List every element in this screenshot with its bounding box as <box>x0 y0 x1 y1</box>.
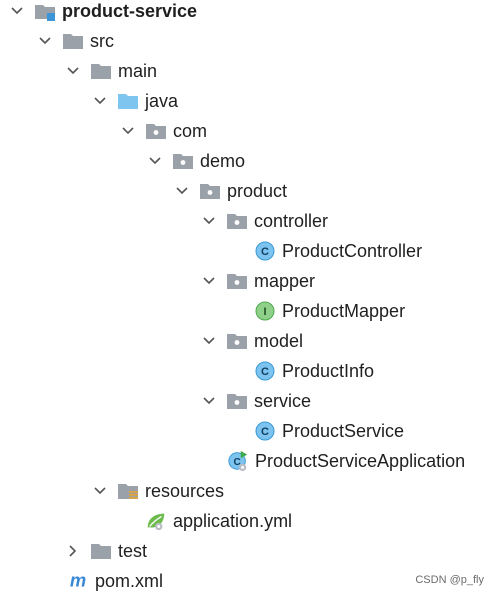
java-class-icon: C <box>254 240 276 262</box>
tree-item-java[interactable]: java <box>89 86 178 116</box>
tree-item-product[interactable]: product <box>171 176 287 206</box>
tree-item-label: main <box>118 61 158 81</box>
chevron-down-icon[interactable] <box>198 386 220 416</box>
java-interface-icon: I <box>254 300 276 322</box>
tree-item-label: ProductInfo <box>282 361 375 381</box>
tree-item-product-info[interactable]: C ProductInfo <box>254 356 374 386</box>
package-icon <box>226 390 248 412</box>
tree-item-label: ProductServiceApplication <box>255 451 466 471</box>
tree-item-label: ProductMapper <box>282 301 406 321</box>
tree-item-product-controller[interactable]: C ProductController <box>254 236 422 266</box>
watermark: CSDN @p_fly <box>415 574 484 586</box>
folder-icon <box>90 60 112 82</box>
tree-item-demo[interactable]: demo <box>144 146 245 176</box>
chevron-down-icon[interactable] <box>34 26 56 56</box>
tree-item-label: mapper <box>254 271 316 291</box>
folder-icon <box>62 30 84 52</box>
resources-folder-icon <box>117 480 139 502</box>
tree-item-label: ProductService <box>282 421 405 441</box>
svg-text:C: C <box>261 366 269 378</box>
tree-item-label: application.yml <box>173 511 293 531</box>
tree-item-label: model <box>254 331 304 351</box>
tree-item-controller[interactable]: controller <box>198 206 328 236</box>
package-icon <box>145 120 167 142</box>
tree-item-label: com <box>173 121 208 141</box>
source-folder-icon <box>117 90 139 112</box>
maven-icon: m <box>67 570 89 592</box>
package-icon <box>199 180 221 202</box>
tree-item-test[interactable]: test <box>62 536 147 566</box>
module-folder-icon <box>34 0 56 22</box>
svg-text:C: C <box>261 426 269 438</box>
svg-text:C: C <box>261 246 269 258</box>
tree-item-label: service <box>254 391 312 411</box>
svg-text:C: C <box>233 457 240 468</box>
chevron-down-icon[interactable] <box>89 86 111 116</box>
chevron-down-icon[interactable] <box>198 266 220 296</box>
chevron-down-icon[interactable] <box>89 476 111 506</box>
package-icon <box>172 150 194 172</box>
tree-item-label: resources <box>145 481 225 501</box>
tree-item-mapper[interactable]: mapper <box>198 266 315 296</box>
tree-item-label: controller <box>254 211 329 231</box>
chevron-down-icon[interactable] <box>198 326 220 356</box>
tree-item-product-service[interactable]: product-service <box>6 0 197 26</box>
tree-item-resources[interactable]: resources <box>89 476 224 506</box>
tree-item-product-service-class[interactable]: C ProductService <box>254 416 404 446</box>
spring-boot-application-icon: C <box>227 450 249 472</box>
tree-item-label: ProductController <box>282 241 423 261</box>
tree-item-label: src <box>90 31 114 51</box>
chevron-right-icon[interactable] <box>62 536 84 566</box>
package-icon <box>226 330 248 352</box>
java-class-icon: C <box>254 360 276 382</box>
tree-item-label: pom.xml <box>95 571 164 591</box>
svg-text:I: I <box>263 306 266 318</box>
tree-item-pom-xml[interactable]: m pom.xml <box>67 566 163 596</box>
tree-item-service[interactable]: service <box>198 386 311 416</box>
chevron-down-icon[interactable] <box>62 56 84 86</box>
svg-text:m: m <box>70 570 86 591</box>
tree-item-model[interactable]: model <box>198 326 303 356</box>
chevron-down-icon[interactable] <box>6 0 28 26</box>
tree-item-label: test <box>118 541 148 561</box>
tree-item-src[interactable]: src <box>34 26 114 56</box>
chevron-down-icon[interactable] <box>198 206 220 236</box>
tree-item-label: demo <box>200 151 246 171</box>
tree-item-label: product <box>227 181 288 201</box>
java-class-icon: C <box>254 420 276 442</box>
spring-config-icon <box>145 510 167 532</box>
tree-item-application-yml[interactable]: application.yml <box>145 506 292 536</box>
folder-icon <box>90 540 112 562</box>
tree-item-product-mapper[interactable]: I ProductMapper <box>254 296 405 326</box>
chevron-down-icon[interactable] <box>171 176 193 206</box>
chevron-down-icon[interactable] <box>117 116 139 146</box>
tree-item-main[interactable]: main <box>62 56 157 86</box>
package-icon <box>226 210 248 232</box>
package-icon <box>226 270 248 292</box>
chevron-down-icon[interactable] <box>144 146 166 176</box>
tree-item-label: java <box>145 91 179 111</box>
tree-item-com[interactable]: com <box>117 116 207 146</box>
tree-item-label: product-service <box>62 1 198 21</box>
tree-item-product-service-application[interactable]: C ProductServiceApplication <box>227 446 465 476</box>
